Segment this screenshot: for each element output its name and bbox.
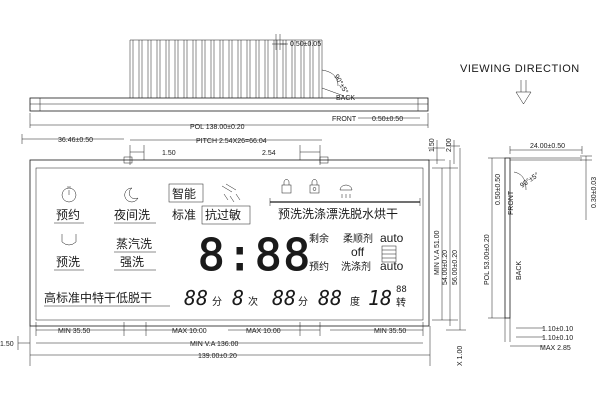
segment-auto-bottom: auto [380,259,404,273]
dim-side-thickness-2: 1.10±0.10 [542,335,573,342]
segment-reserve-2: 预约 [309,260,329,273]
digits-1: 88 [184,286,208,310]
dim-side-max: MAX 2.85 [540,345,571,352]
dim-pitch-right: 2.54 [262,150,276,157]
unit-minutes-1: 分 [212,296,222,308]
dim-min-right: MIN 35.50 [374,328,406,335]
segment-reserve: 预约 [56,207,80,222]
dim-front-offset: 0.50±0.50 [372,116,403,123]
segment-anti-allergy: 抗过敏 [205,207,241,222]
segment-standard: 标准 [172,208,196,222]
segment-speed-row: 高标准中特干低脱干 [44,290,152,305]
label-side-front: FRONT [508,190,515,215]
label-viewing-direction: VIEWING DIRECTION [460,63,580,75]
dim-min-left: MIN 35.50 [58,328,90,335]
segment-prewash: 预洗 [56,255,80,269]
segment-auto-top: auto [380,231,404,245]
dim-max-left: MAX 10.00 [172,328,207,335]
unit-minutes-2: 分 [298,296,308,308]
pin-array [129,39,323,98]
lock-icon [281,179,292,194]
dim-min-va-width: MIN V.A 136.00 [190,341,238,348]
segment-detergent: 洗涤剂 [341,260,371,273]
dim-side-top: 24.00±0.50 [530,143,565,150]
shower-icon [221,183,241,203]
digits-2: 8 [232,286,244,310]
segment-steam-wash: 蒸汽洗 [116,236,152,251]
dim-max-mid: MAX 10.00 [246,328,281,335]
stopwatch-icon [61,186,77,203]
unit-times: 次 [248,295,258,308]
arrow-down-icon [515,80,532,105]
unit-rpm: 转 [396,296,406,309]
segment-softener: 柔顺剂 [343,232,373,245]
digits-4: 88 [318,286,342,310]
dim-total-width: 139.00±0.20 [198,353,237,360]
dim-right-top-a: 1.50 [429,138,436,152]
dim-side-right: 0.30±0.03 [591,177,598,208]
dim-right-top-b: 2.00 [446,138,453,152]
dim-pin-width: 0.50±0.05 [290,41,321,48]
dim-min-va-height: MIN V.A 51.00 [434,230,441,275]
dim-pitch: PITCH 2.54X26=66.04 [196,138,267,145]
digits-3: 88 [272,286,296,310]
dim-x-max: X 1.00 [457,346,464,366]
digits-5-small: 88 [396,285,407,295]
child-lock-icon [309,179,320,194]
segment-off: off [351,245,365,259]
dim-left-offset: 36.46±0.50 [58,137,93,144]
moon-icon [124,187,139,203]
glass-strip-top-view [29,97,429,112]
level-bars-icon [381,245,397,263]
steam-icon [339,184,353,198]
segment-night-wash: 夜间洗 [114,207,150,222]
segment-strong-wash: 强洗 [120,255,144,269]
lcd-panel-outline [29,156,430,327]
dim-left-edge: 1.50 [0,341,14,348]
label-front: FRONT [332,116,357,123]
dim-side-front-offset: 0.50±0.50 [495,174,502,205]
dim-pitch-left: 1.50 [162,150,176,157]
program-bar [269,198,421,206]
digits-main-time: 8:88 [198,230,312,281]
dim-side-angle: 90°±5° [519,171,541,190]
dim-height-56: 56.00±0.20 [452,250,459,285]
side-profile [504,157,582,342]
label-side-back: BACK [516,261,523,280]
dim-height-54: 54.00±0.20 [442,250,449,285]
segment-smart: 智能 [172,186,196,201]
unit-degree: 度 [350,295,360,308]
dim-pin-angle: 90°±5° [332,73,350,95]
dim-pol-top: POL 138.00±0.20 [190,124,245,131]
digits-5: 18 [368,286,392,310]
basin-icon [61,234,77,246]
dim-side-thickness-1: 1.10±0.10 [542,326,573,333]
label-back: BACK [336,95,355,102]
segment-program-row: 预洗洗涤漂洗脱水烘干 [278,206,398,221]
dim-side-pol: POL 53.00±0.20 [484,234,491,285]
segment-remaining: 剩余 [309,232,329,245]
